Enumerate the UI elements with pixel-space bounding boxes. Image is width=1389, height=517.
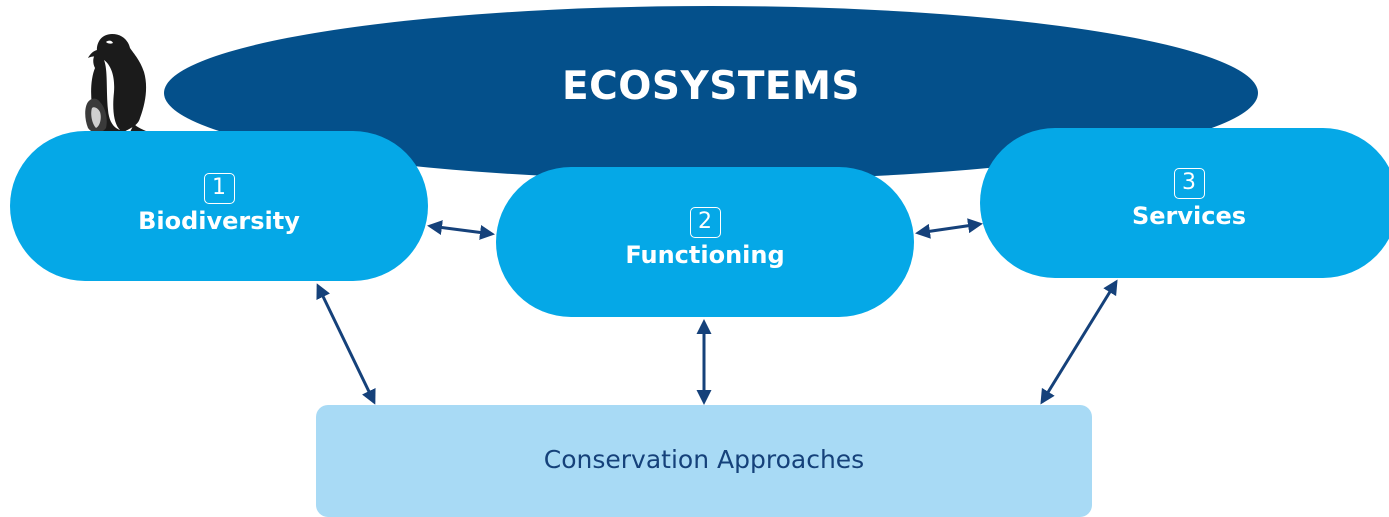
penguin-icon xyxy=(85,34,148,133)
node-biodiversity: 1 Biodiversity xyxy=(10,131,428,281)
arrow-biodiversity-conservation xyxy=(316,283,376,405)
node-number-badge: 1 xyxy=(203,173,235,204)
node-functioning: 2 Functioning xyxy=(496,167,914,317)
conservation-approaches-label: Conservation Approaches xyxy=(543,445,865,474)
node-number-badge: 3 xyxy=(1173,168,1205,199)
node-number-badge: 2 xyxy=(689,207,721,238)
conservation-approaches-box: Conservation Approaches xyxy=(316,405,1092,517)
diagram-title: ECOSYSTEMS xyxy=(562,64,860,109)
node-label: Functioning xyxy=(625,241,785,269)
arrow-biodiversity-functioning xyxy=(427,220,495,240)
arrow-functioning-services xyxy=(915,218,983,239)
node-label: Biodiversity xyxy=(138,207,300,235)
node-services: 3 Services xyxy=(980,128,1389,278)
arrow-services-conservation xyxy=(1040,279,1118,405)
node-label: Services xyxy=(1131,202,1247,230)
